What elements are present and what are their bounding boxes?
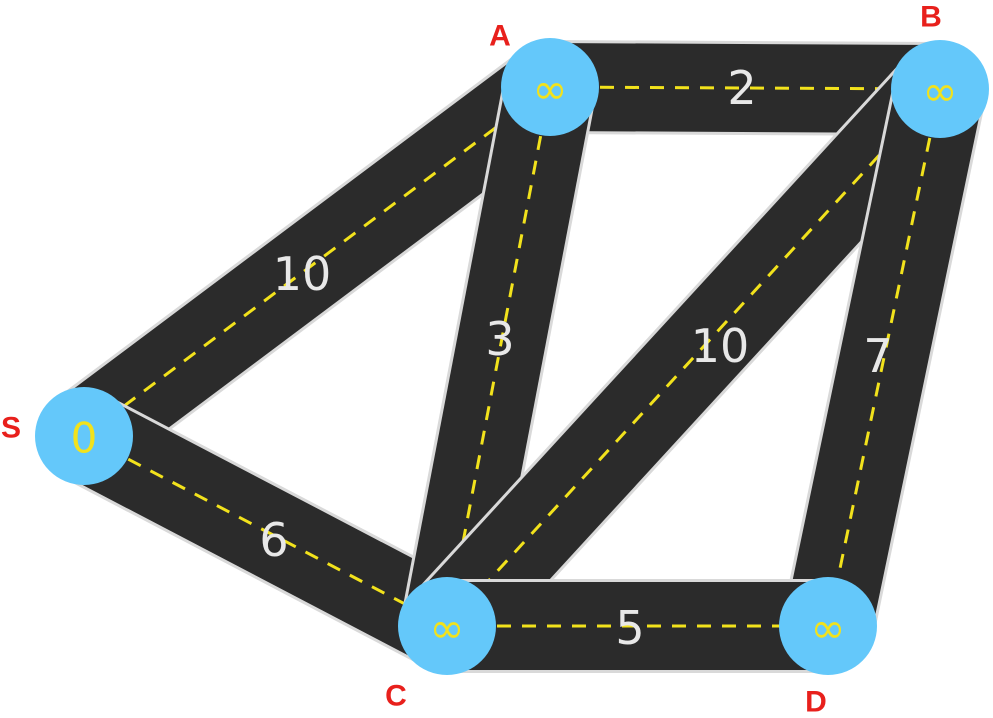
node-label-s: S (1, 412, 21, 445)
node-distance: 0 (71, 414, 98, 463)
edge-weight-a-c: 3 (485, 312, 514, 366)
node-label-d: D (805, 686, 827, 718)
road-a-b (549, 40, 941, 136)
node-circle (398, 577, 496, 675)
node-c: ∞ (398, 577, 496, 675)
node-label-b: B (920, 1, 942, 34)
node-label-c: C (385, 680, 407, 713)
edge-weight-b-d: 7 (863, 329, 892, 383)
edge-roads (55, 40, 987, 673)
node-label-a: A (489, 20, 511, 53)
edge-weight-c-d: 5 (615, 601, 644, 655)
edge-weight-s-c: 6 (259, 513, 288, 567)
road-s-c (62, 394, 469, 668)
road-c-b (412, 57, 975, 658)
lane-divider (826, 88, 942, 627)
lane-divider (445, 87, 942, 628)
node-circle (779, 577, 877, 675)
node-distance: ∞ (923, 67, 958, 116)
node-distance: ∞ (811, 604, 846, 653)
edge-weight-s-a: 10 (273, 247, 332, 301)
node-distance: ∞ (430, 604, 465, 653)
edge-weight-c-b: 10 (691, 319, 750, 373)
lane-divider (549, 85, 941, 91)
road-s-a (55, 49, 579, 474)
lane-divider (83, 434, 448, 628)
node-a: ∞ (501, 38, 599, 136)
graph-nodes: 0 ∞ ∞ ∞ ∞ (35, 38, 989, 675)
road-a-c (400, 78, 597, 635)
node-b: ∞ (891, 40, 989, 138)
edge-weights: 10 6 2 3 10 7 5 (259, 61, 892, 655)
lane-divider (445, 86, 552, 627)
node-s: 0 (35, 387, 133, 485)
node-circle (891, 40, 989, 138)
lane-divider (83, 85, 551, 438)
road-b-d (781, 79, 987, 636)
edge-weight-a-b: 2 (727, 61, 756, 115)
node-circle (501, 38, 599, 136)
node-circle (35, 387, 133, 485)
node-distance: ∞ (533, 65, 568, 114)
node-labels: S A B C D (1, 1, 942, 718)
node-d: ∞ (779, 577, 877, 675)
